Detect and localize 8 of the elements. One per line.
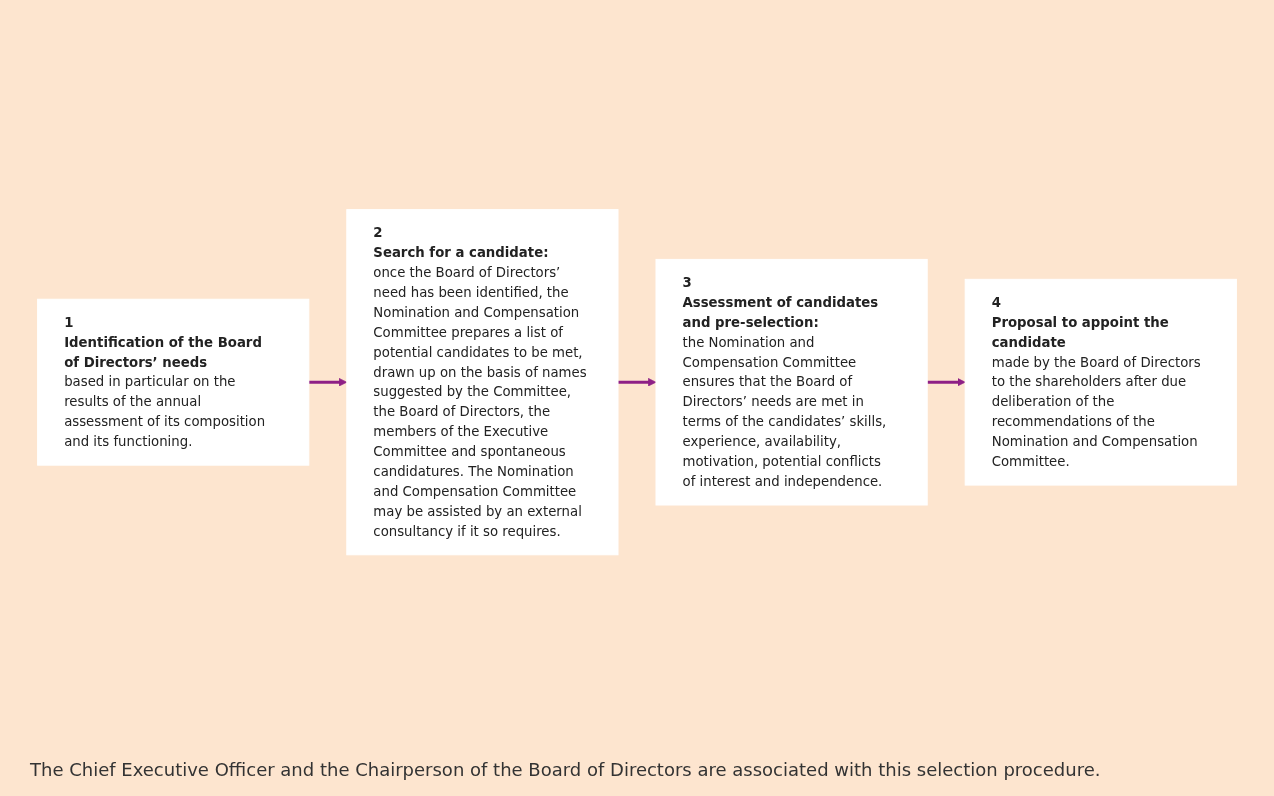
node-box: 4 Proposal to appoint the candidate made by the Board of Directors to the shareholders after due deliberation of the recommendations of the Nomination and Compensation Committee.	[964, 279, 1237, 486]
arrow	[308, 378, 348, 387]
node-box: 3 Assessment of candidates and pre-selection: the Nomination and Compensation Committee ensures that the Board of Directors’ needs are met in terms of the candidates’ skills, experience, availability, motivation, potential conflicts of interest and independence.	[655, 259, 928, 506]
caption-text: The Chief Executive Officer and the Chairperson of the Board of Directors are associated with this selection procedure.	[30, 759, 1102, 780]
arrow	[927, 378, 966, 387]
node-box: 2 Search for a candidate: once the Board of Directors’ need has been identified, the Nomination and Compensation Committee prepares a list of potential candidates to be met, drawn up on the basis of names suggested by the Committee, the Board of Directors, the members of the Executive Committee and spontaneous candidatures. The Nomination and Compensation Committee may be assisted by an external consultancy if it so requires.	[346, 209, 619, 556]
arrow	[618, 378, 657, 387]
node-box: 1 Identification of the Board of Directors’ needs based in particular on the results of the annual assessment of its composition and its functioning.	[37, 299, 310, 466]
